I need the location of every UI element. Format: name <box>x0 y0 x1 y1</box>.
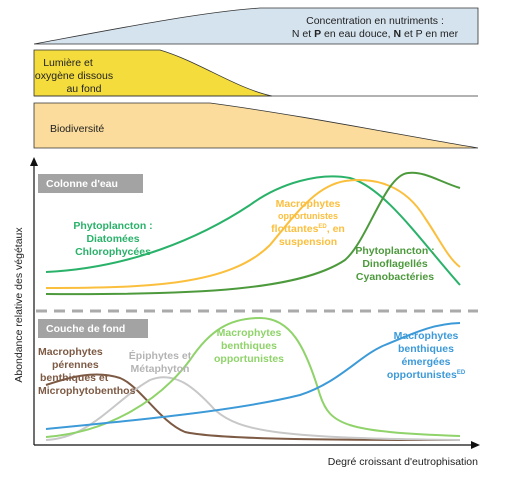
svg-text:Microphytobenthos: Microphytobenthos <box>38 385 136 397</box>
svg-text:Chlorophycées: Chlorophycées <box>75 246 151 258</box>
svg-text:Phytoplancton :: Phytoplancton : <box>73 220 152 232</box>
svg-text:Phytoplancton :: Phytoplancton : <box>355 245 434 257</box>
svg-text:flottantesED, en: flottantesED, en <box>271 223 345 235</box>
label-perennial-macrophytes: Macrophytes pérennes benthiques et Micro… <box>38 346 136 397</box>
curve-diatoms-chlorophyceae <box>45 175 461 286</box>
curve-benthic-macrophytes <box>45 316 461 438</box>
svg-text:opportunistes: opportunistes <box>278 211 338 221</box>
svg-text:pérennes: pérennes <box>52 359 99 371</box>
water-column-label: Colonne d'eau <box>46 178 118 190</box>
light-label-line2: oxygène dissous <box>35 70 113 82</box>
label-emergent-macrophytes: Macrophytes benthiques émergées opportun… <box>387 330 466 381</box>
light-label-line1: Lumière et <box>43 57 93 69</box>
label-epiphytes: Épiphytes et Métaphyton <box>129 349 192 375</box>
svg-text:Macrophytes: Macrophytes <box>276 198 341 210</box>
svg-text:benthiques: benthiques <box>221 340 277 352</box>
nutrients-label-line1: Concentration en nutriments : <box>306 15 444 27</box>
svg-text:opportunistesED: opportunistesED <box>387 369 466 381</box>
svg-text:opportunistes: opportunistes <box>214 353 284 365</box>
y-axis-label: Abondance relative des végétaux <box>13 227 25 383</box>
svg-text:benthiques: benthiques <box>398 343 454 355</box>
nutrients-band <box>33 7 479 45</box>
curve-perennial-macrophytes <box>45 373 461 441</box>
svg-text:Macrophytes: Macrophytes <box>217 327 282 339</box>
svg-text:Dinoflagellés: Dinoflagellés <box>362 258 428 270</box>
svg-text:Macrophytes: Macrophytes <box>38 346 103 358</box>
label-diatoms: Phytoplancton : Diatomées Chlorophycées <box>73 220 152 258</box>
water-column-label-bg <box>38 174 143 193</box>
svg-text:Cyanobactéries: Cyanobactéries <box>356 271 434 283</box>
label-floating-macrophytes: Macrophytes opportunistes flottantesED, … <box>271 198 345 248</box>
bottom-layer-label: Couche de fond <box>46 323 125 335</box>
svg-text:benthiques et: benthiques et <box>40 372 109 384</box>
svg-text:émergées: émergées <box>401 356 450 368</box>
curve-emergent-macrophytes <box>45 322 461 430</box>
svg-text:Macrophytes: Macrophytes <box>394 330 459 342</box>
bottom-layer-label-bg <box>38 319 148 338</box>
svg-text:suspension: suspension <box>279 236 337 248</box>
biodiversity-label: Biodiversité <box>50 123 104 135</box>
x-axis-arrow <box>471 441 480 449</box>
biodiversity-band <box>33 102 479 149</box>
y-axis-arrow <box>30 157 38 166</box>
svg-text:Métaphyton: Métaphyton <box>131 363 190 375</box>
curve-epiphytes-metaphyton <box>45 376 461 441</box>
curve-floating-macrophytes <box>45 179 461 289</box>
x-axis-label: Degré croissant d'eutrophisation <box>328 456 478 468</box>
curve-dinoflagellates-cyanobacteria <box>45 171 461 296</box>
label-benthic-macrophytes: Macrophytes benthiques opportunistes <box>214 327 284 365</box>
svg-text:Épiphytes et: Épiphytes et <box>129 349 192 362</box>
nutrients-label-line2: N et P en eau douce, N et P en mer <box>292 28 459 40</box>
light-label-line3: au fond <box>66 83 101 95</box>
svg-text:Diatomées: Diatomées <box>86 233 139 245</box>
label-dinoflagellates: Phytoplancton : Dinoflagellés Cyanobacté… <box>355 245 434 283</box>
